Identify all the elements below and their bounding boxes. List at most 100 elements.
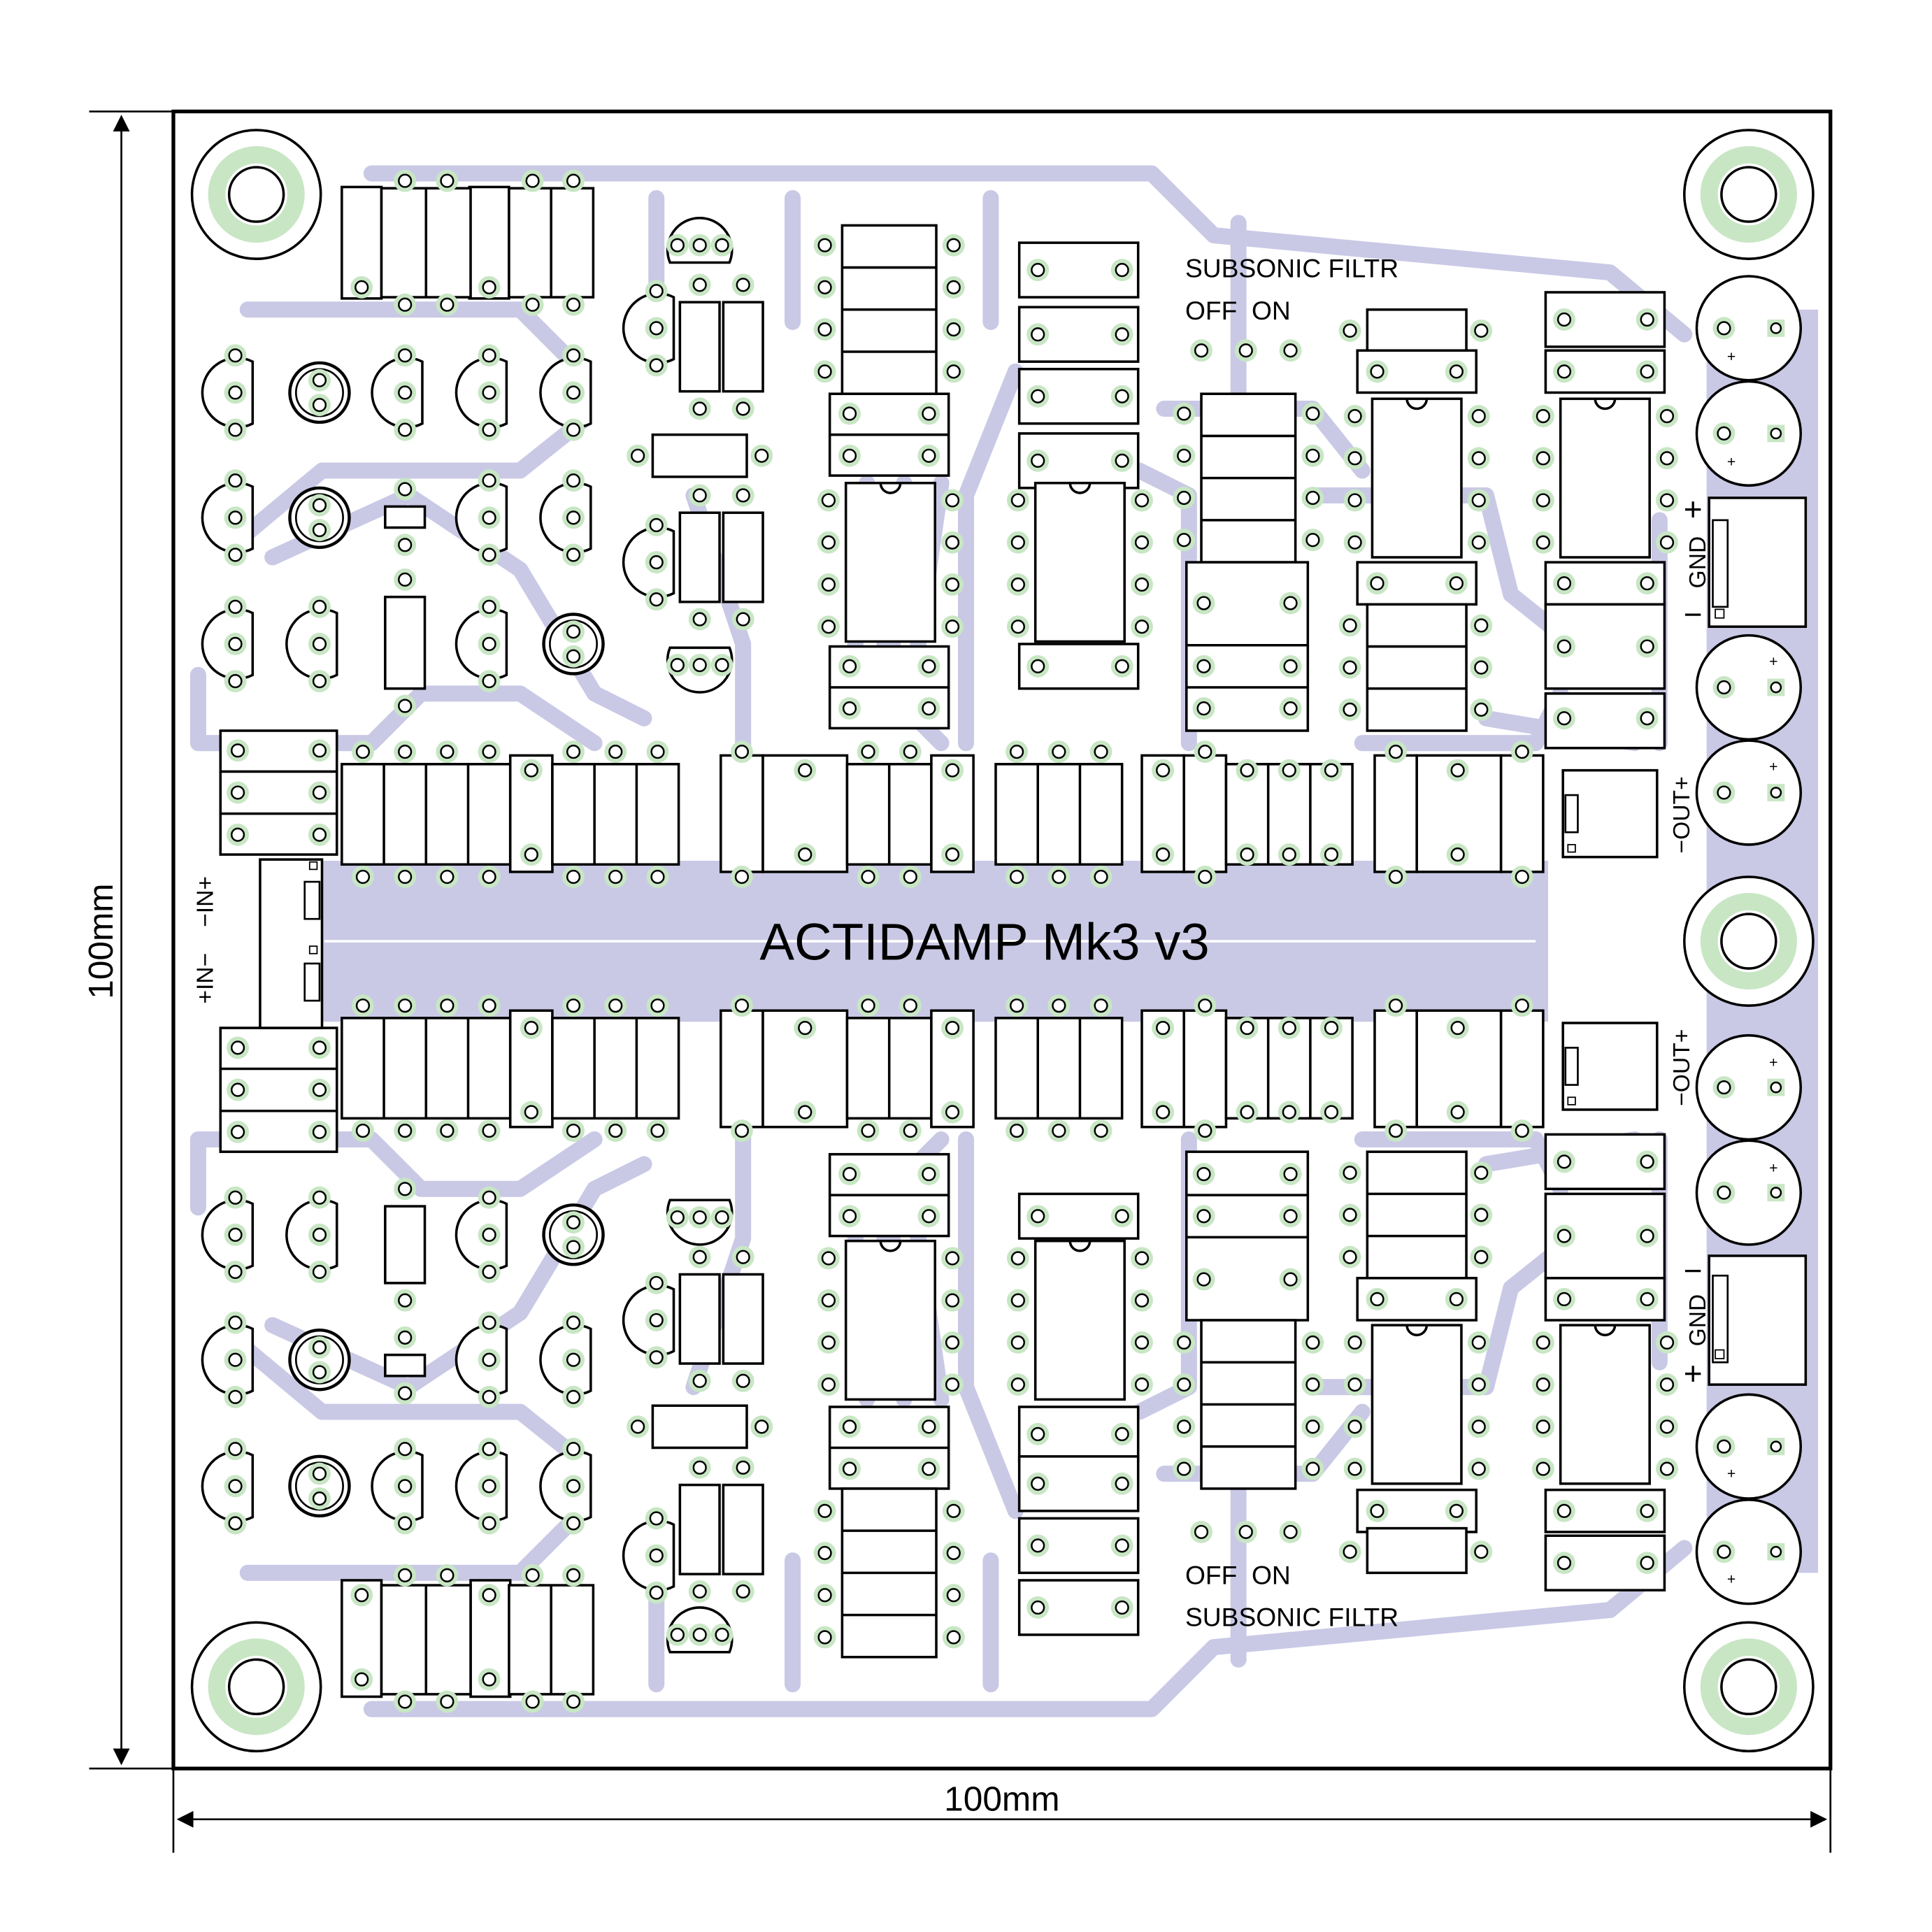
pad xyxy=(1010,1251,1025,1266)
pad xyxy=(1640,1229,1654,1243)
pad xyxy=(1717,426,1731,441)
resistor-array xyxy=(551,763,680,866)
ic-package xyxy=(844,481,936,643)
pad xyxy=(608,1123,623,1138)
pad xyxy=(228,1516,243,1531)
cap-plus-mark: + xyxy=(1727,1466,1736,1482)
pad xyxy=(1515,744,1529,759)
pad xyxy=(821,1251,836,1266)
pad xyxy=(608,869,623,885)
pad xyxy=(1717,680,1731,695)
pad xyxy=(1557,1229,1572,1243)
pad xyxy=(1536,1461,1550,1476)
pad xyxy=(440,744,455,759)
pad xyxy=(1010,577,1025,592)
pad xyxy=(1305,490,1320,506)
pad xyxy=(228,385,243,400)
pad xyxy=(1305,448,1320,463)
resistor xyxy=(384,1205,427,1285)
gnd-top-label: GND xyxy=(1685,536,1711,589)
gnd-bottom-minus: − xyxy=(1684,1252,1703,1289)
pad xyxy=(1659,1419,1675,1434)
pad xyxy=(922,406,936,421)
pad xyxy=(566,1568,581,1583)
pad xyxy=(1515,869,1529,885)
pad xyxy=(946,1588,961,1603)
pad xyxy=(566,1352,581,1367)
pad xyxy=(649,517,664,533)
pad xyxy=(312,1340,327,1355)
pad xyxy=(398,1442,413,1457)
pad xyxy=(230,1082,245,1097)
pad xyxy=(817,238,832,252)
pad xyxy=(1010,493,1025,508)
pad xyxy=(1536,1419,1550,1434)
pad xyxy=(482,636,496,652)
pad xyxy=(1305,1461,1320,1476)
pad xyxy=(1283,659,1298,673)
input-label-left: +IN− xyxy=(193,953,219,1004)
resistor-array xyxy=(994,763,1124,866)
pad xyxy=(1010,1335,1025,1350)
pad xyxy=(1449,1503,1464,1518)
ic-package xyxy=(1033,481,1126,643)
pad xyxy=(754,1419,769,1434)
pad xyxy=(1557,1503,1572,1518)
pad xyxy=(482,385,496,400)
pad xyxy=(398,482,413,496)
subsonic-top-options: OFF ON xyxy=(1185,296,1291,325)
pad xyxy=(228,674,243,689)
pad xyxy=(1198,869,1212,885)
pad xyxy=(945,1105,960,1119)
resistor xyxy=(722,511,764,603)
pad xyxy=(670,1210,685,1225)
pad xyxy=(312,785,327,800)
pad xyxy=(1557,576,1572,591)
pad xyxy=(1283,1524,1298,1540)
ic-package xyxy=(1033,1239,1126,1401)
pad xyxy=(398,538,413,552)
pad xyxy=(1474,1250,1489,1264)
pad xyxy=(1177,1461,1192,1476)
resistor xyxy=(678,1273,721,1365)
pad xyxy=(842,701,857,716)
pad xyxy=(946,1630,961,1645)
pad xyxy=(1115,659,1129,673)
pad xyxy=(692,658,707,673)
pad xyxy=(1156,1105,1171,1119)
pad xyxy=(1031,1476,1045,1491)
pad xyxy=(1343,618,1357,633)
pad xyxy=(398,869,413,885)
pad xyxy=(649,321,664,336)
pad xyxy=(1240,1105,1254,1119)
pad xyxy=(566,649,581,664)
pad xyxy=(1659,493,1675,508)
ic-package xyxy=(844,1239,936,1401)
mounting-hole-bottom-right xyxy=(1682,1621,1815,1753)
pad xyxy=(1196,1209,1211,1224)
pad xyxy=(1177,1335,1192,1350)
pad xyxy=(903,869,917,885)
pad xyxy=(946,1545,961,1561)
led xyxy=(288,1454,351,1518)
pad xyxy=(1536,451,1550,466)
pad xyxy=(692,1627,707,1643)
pad xyxy=(817,1588,832,1603)
pad xyxy=(1115,263,1129,278)
gnd-bottom-plus: + xyxy=(1684,1355,1703,1391)
pad xyxy=(1770,681,1782,694)
pad xyxy=(1283,1272,1298,1287)
pad xyxy=(355,999,371,1013)
pad xyxy=(398,1479,413,1494)
pad xyxy=(440,173,455,188)
pad xyxy=(228,510,243,525)
pad xyxy=(715,1627,729,1643)
pad xyxy=(734,1123,750,1138)
pad xyxy=(1471,1335,1486,1350)
pad xyxy=(1010,1123,1024,1138)
mounting-holes xyxy=(190,129,1815,1753)
pad xyxy=(1134,535,1150,550)
pad xyxy=(482,510,496,525)
pad xyxy=(1343,702,1357,717)
pad xyxy=(398,173,413,188)
